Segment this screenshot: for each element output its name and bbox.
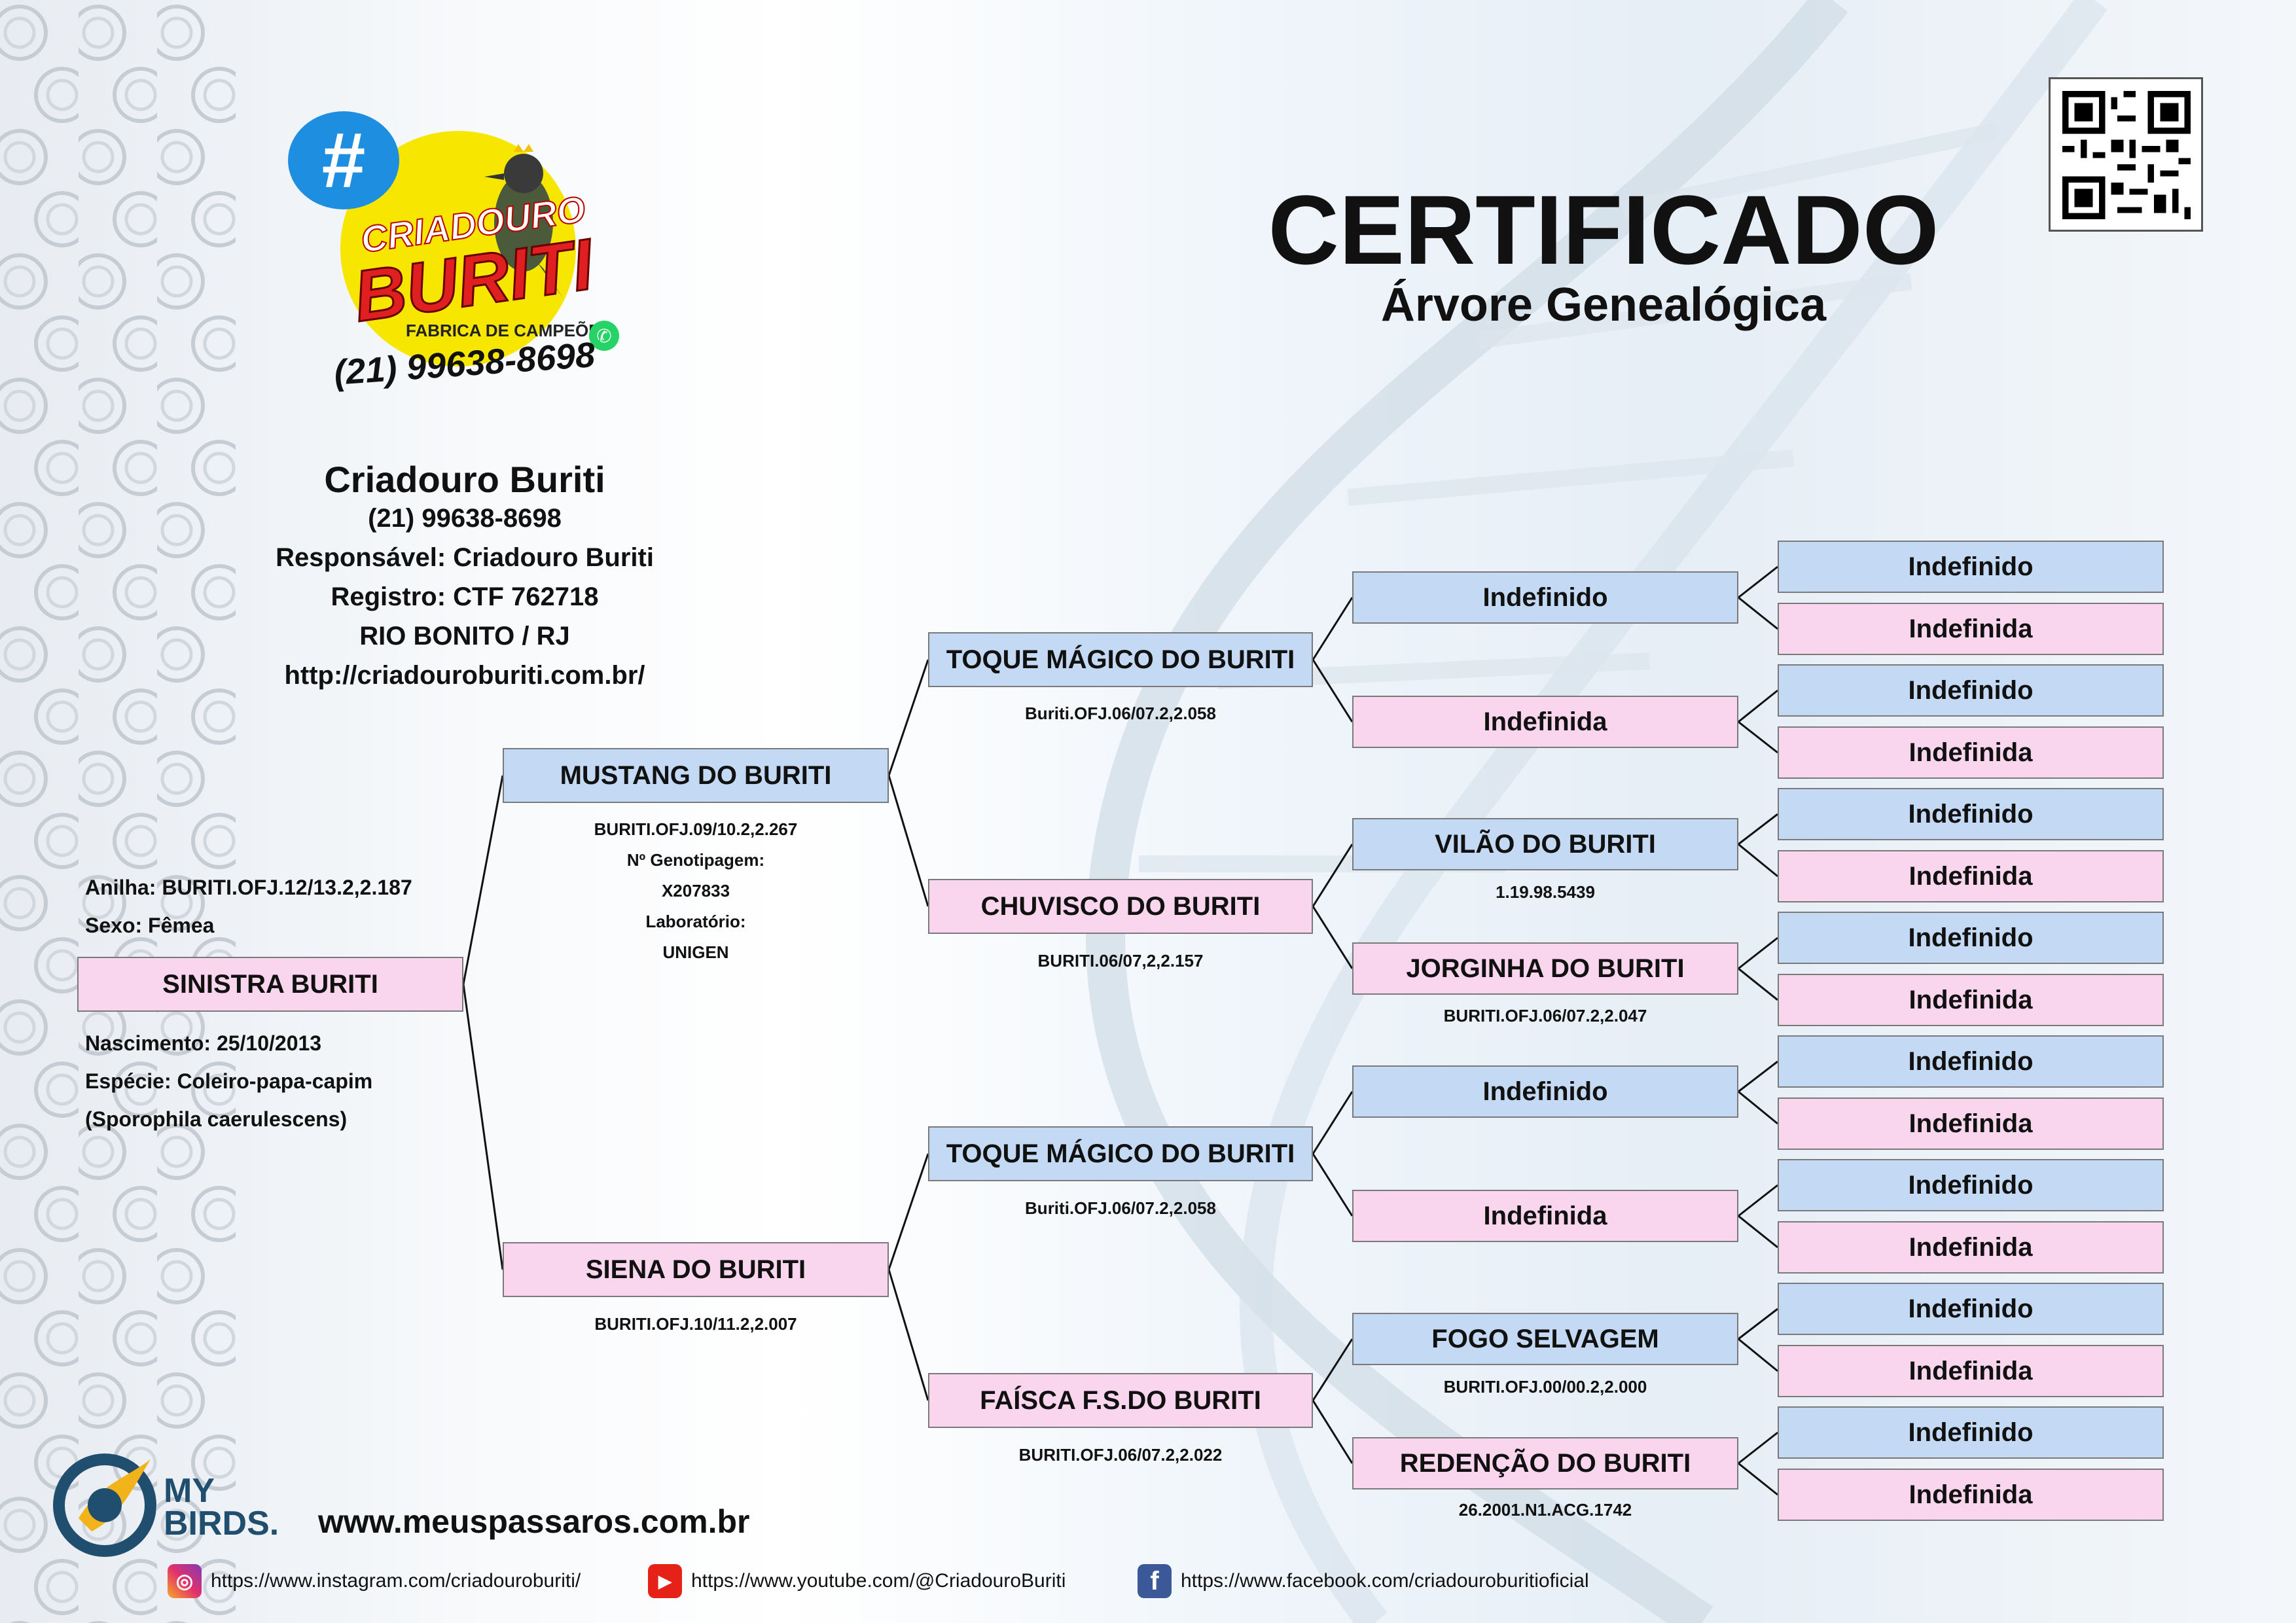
ggp-box-1: Indefinido <box>1352 571 1738 624</box>
page-title: CERTIFICADO <box>1268 175 1939 285</box>
bird-ring: Anilha: BURITI.OFJ.12/13.2,2.187 <box>85 876 412 899</box>
ggp-box-5: Indefinido <box>1352 1065 1738 1118</box>
father-ring: BURITI.OFJ.09/10.2,2.267 <box>594 819 798 839</box>
gggp-box-11: Indefinido <box>1778 1159 2164 1211</box>
whatsapp-icon: ✆ <box>589 321 619 351</box>
ggp-box-8: REDENÇÃO DO BURITI <box>1352 1437 1738 1489</box>
gggp-box-13: Indefinido <box>1778 1283 2164 1335</box>
ggp-ring-3: 1.19.98.5439 <box>1496 882 1595 902</box>
ggp-ring-7: BURITI.OFJ.00/00.2,2.000 <box>1443 1377 1647 1397</box>
bird-species: Espécie: Coleiro-papa-capim <box>85 1069 373 1093</box>
gggp-box-9: Indefinido <box>1778 1035 2164 1088</box>
gggp-box-3: Indefinido <box>1778 664 2164 717</box>
breeder-registry: Registro: CTF 762718 <box>331 582 599 611</box>
mybirds-brand-bottom: BIRDS. <box>164 1505 279 1543</box>
bird-birth: Nascimento: 25/10/2013 <box>85 1031 322 1055</box>
qr-code[interactable] <box>2049 77 2203 232</box>
mother-box: SIENA DO BURITI <box>503 1242 889 1297</box>
bird-icon <box>478 144 576 301</box>
father-geno: X207833 <box>661 881 730 901</box>
paternal-grandfather-box: TOQUE MÁGICO DO BURITI <box>928 632 1313 687</box>
gggp-box-8: Indefinida <box>1778 974 2164 1026</box>
page-subtitle: Árvore Genealógica <box>1380 279 1827 331</box>
bird-scientific-name: (Sporophila caerulescens) <box>85 1107 348 1131</box>
bird-name-box: SINISTRA BURITI <box>77 957 463 1012</box>
paternal-grandmother-box: CHUVISCO DO BURITI <box>928 879 1313 934</box>
mybirds-brand-top: MY <box>164 1472 215 1510</box>
facebook-icon: f <box>1138 1564 1172 1598</box>
breeder-logo: # CRIADOURO BURITI FABRICA DE CAMPEÕES ✆… <box>281 105 635 399</box>
father-lab: UNIGEN <box>662 942 729 962</box>
paternal-grandfather-ring: Buriti.OFJ.06/07.2,2.058 <box>1025 704 1216 723</box>
father-geno-label: Nº Genotipagem: <box>626 850 765 870</box>
breeder-city: RIO BONITO / RJ <box>359 622 570 651</box>
paternal-grandmother-ring: BURITI.06/07,2,2.157 <box>1037 951 1204 971</box>
gggp-box-14: Indefinida <box>1778 1345 2164 1397</box>
facebook-url: https://www.facebook.com/criadouroburiti… <box>1181 1570 1589 1592</box>
mybirds-logo-icon <box>52 1446 157 1558</box>
ggp-box-4: JORGINHA DO BURITI <box>1352 942 1738 995</box>
background-pattern <box>0 0 236 1623</box>
ggp-ring-8: 26.2001.N1.ACG.1742 <box>1458 1500 1632 1520</box>
maternal-grandmother-box: FAÍSCA F.S.DO BURITI <box>928 1373 1313 1428</box>
breeder-responsible: Responsável: Criadouro Buriti <box>276 543 654 572</box>
gggp-box-4: Indefinida <box>1778 726 2164 779</box>
gggp-box-5: Indefinido <box>1778 788 2164 840</box>
breeder-name: Criadouro Buriti <box>324 459 605 500</box>
gggp-box-12: Indefinida <box>1778 1221 2164 1274</box>
father-lab-label: Laboratório: <box>645 912 746 931</box>
logo-tagline: FABRICA DE CAMPEÕES <box>406 321 611 340</box>
breeder-website-link[interactable]: http://criadouroburiti.com.br/ <box>284 661 645 690</box>
father-box: MUSTANG DO BURITI <box>503 748 889 803</box>
gggp-box-16: Indefinida <box>1778 1469 2164 1521</box>
hashtag-bubble-icon: # <box>288 111 399 209</box>
ggp-box-3: VILÃO DO BURITI <box>1352 818 1738 870</box>
gggp-box-15: Indefinido <box>1778 1406 2164 1459</box>
footer-website-link[interactable]: www.meuspassaros.com.br <box>318 1503 750 1540</box>
gggp-box-6: Indefinida <box>1778 850 2164 902</box>
youtube-link[interactable]: ▶ https://www.youtube.com/@CriadouroBuri… <box>648 1564 1066 1598</box>
instagram-icon: ◎ <box>168 1564 202 1598</box>
facebook-link[interactable]: f https://www.facebook.com/criadouroburi… <box>1138 1564 1589 1598</box>
youtube-icon: ▶ <box>648 1564 682 1598</box>
hashtag-text: # <box>321 116 366 204</box>
instagram-link[interactable]: ◎ https://www.instagram.com/criadourobur… <box>168 1564 581 1598</box>
gggp-box-10: Indefinida <box>1778 1097 2164 1150</box>
maternal-grandfather-box: TOQUE MÁGICO DO BURITI <box>928 1126 1313 1181</box>
instagram-url: https://www.instagram.com/criadouroburit… <box>211 1570 581 1592</box>
breeder-phone: (21) 99638-8698 <box>368 504 562 533</box>
bird-sex: Sexo: Fêmea <box>85 914 215 937</box>
ggp-box-7: FOGO SELVAGEM <box>1352 1313 1738 1365</box>
ggp-box-6: Indefinida <box>1352 1190 1738 1242</box>
logo-phone: (21) 99638-8698 <box>332 335 596 393</box>
ggp-ring-4: BURITI.OFJ.06/07.2,2.047 <box>1443 1006 1647 1026</box>
mother-ring: BURITI.OFJ.10/11.2,2.007 <box>594 1314 797 1334</box>
maternal-grandmother-ring: BURITI.OFJ.06/07.2,2.022 <box>1018 1445 1223 1465</box>
gggp-box-1: Indefinido <box>1778 541 2164 593</box>
maternal-grandfather-ring: Buriti.OFJ.06/07.2,2.058 <box>1025 1198 1216 1218</box>
ggp-box-2: Indefinida <box>1352 696 1738 748</box>
gggp-box-7: Indefinido <box>1778 912 2164 964</box>
gggp-box-2: Indefinida <box>1778 603 2164 655</box>
youtube-url: https://www.youtube.com/@CriadouroBuriti <box>691 1570 1066 1592</box>
